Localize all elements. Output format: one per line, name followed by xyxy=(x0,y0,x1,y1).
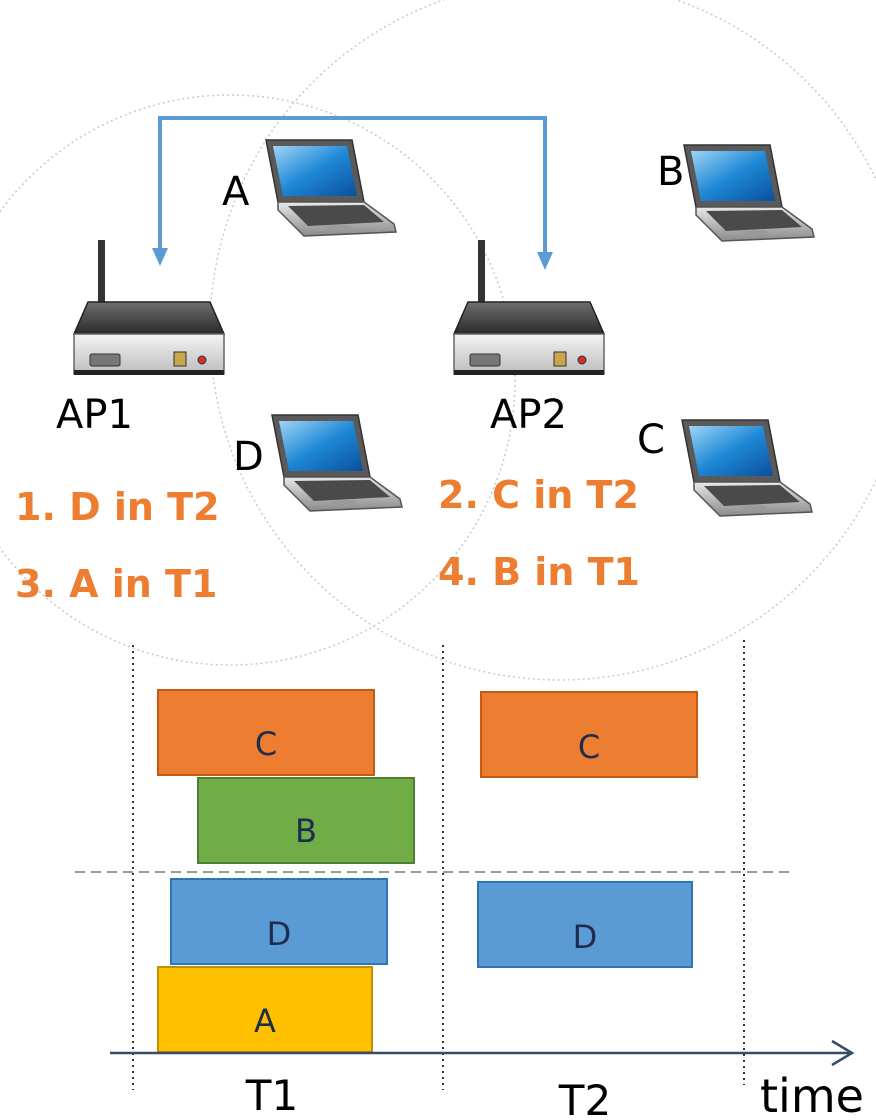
step-4-text: 4. B in T1 xyxy=(438,550,640,594)
coordination-arrow-line xyxy=(158,116,547,262)
slot-t2-label: T2 xyxy=(558,1076,611,1120)
arrow-head-ap2 xyxy=(537,252,553,270)
time-axis-label: time xyxy=(760,1069,864,1120)
block-b-t1 xyxy=(197,777,415,864)
block-c-t2-label: C xyxy=(578,728,600,766)
block-c-t1 xyxy=(157,689,375,776)
laptop-d-icon xyxy=(271,414,403,512)
laptop-b-label: B xyxy=(657,149,684,195)
block-b-t1-label: B xyxy=(295,812,317,850)
laptop-c-icon xyxy=(681,419,813,517)
router-ap2-icon xyxy=(453,239,605,376)
arrow-head-ap1 xyxy=(152,248,168,266)
block-d-t1-label: D xyxy=(267,915,292,953)
block-c-t2 xyxy=(480,691,698,778)
step-1-text: 1. D in T2 xyxy=(15,485,220,529)
block-a-t1-label: A xyxy=(254,1002,276,1040)
laptop-b-icon xyxy=(683,144,815,242)
slot-t1-label: T1 xyxy=(245,1071,298,1120)
step-2-text: 2. C in T2 xyxy=(438,473,639,517)
laptop-a-icon xyxy=(265,139,397,237)
laptop-d-label: D xyxy=(233,434,264,480)
laptop-a-label: A xyxy=(222,169,250,215)
ap2-label: AP2 xyxy=(490,392,567,438)
step-3-text: 3. A in T1 xyxy=(15,562,217,606)
block-d-t2 xyxy=(477,881,693,968)
time-axis-arrow-head xyxy=(831,1039,855,1067)
laptop-c-label: C xyxy=(637,417,665,463)
block-d-t2-label: D xyxy=(573,918,598,956)
ap1-coverage-circle xyxy=(0,94,516,666)
block-c-t1-label: C xyxy=(255,725,277,763)
block-a-t1 xyxy=(157,966,373,1053)
ap1-label: AP1 xyxy=(56,392,133,438)
block-d-t1 xyxy=(170,878,388,965)
router-ap1-icon xyxy=(73,239,225,376)
